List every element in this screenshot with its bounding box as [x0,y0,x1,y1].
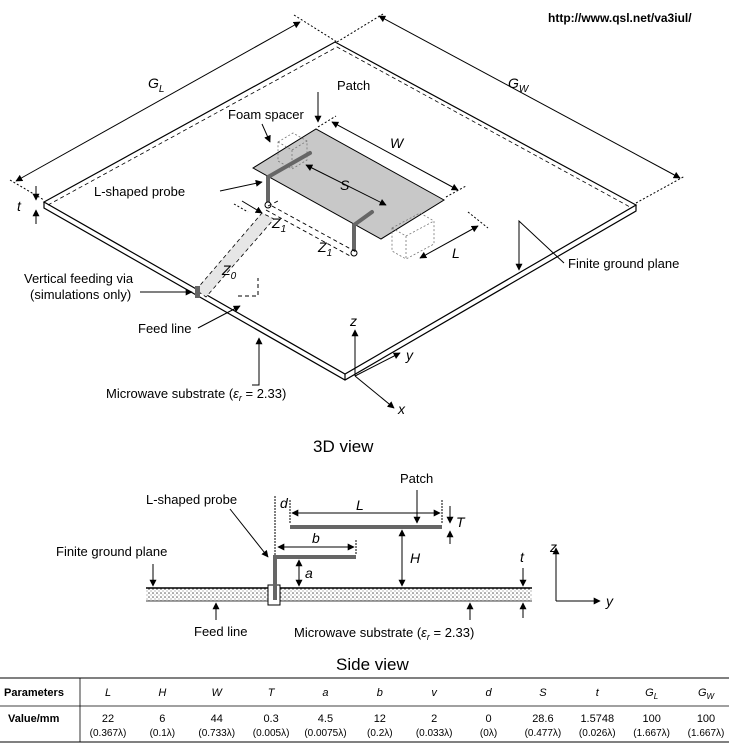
table-param-11: GW [698,687,716,701]
gl-label: GL [148,75,164,95]
z1-label-b: Z1 [317,239,332,259]
gw-label: GW [508,75,530,95]
table-param-4: a [322,687,328,699]
table-value-6: 2 [431,713,437,725]
table-param-8: S [539,687,547,699]
side-ground-plane-label: Finite ground plane [56,544,167,559]
z0-label: Z0 [221,262,237,282]
table-lambda-2: (0.733λ) [198,728,235,739]
t-label: t [17,198,22,214]
table-lambda-8: (0.477λ) [525,728,562,739]
table-lambda-1: (0.1λ) [150,728,176,739]
side-axes: z y [549,539,614,609]
side-patch [290,525,442,529]
3d-view: GL GW t Patch Foam spacer W [9,13,686,417]
feed-line-label: Feed line [138,321,191,336]
patch-label: Patch [337,78,370,93]
w-label: W [390,135,405,151]
side-substrate-label: Microwave substrate (εr = 2.33) [294,625,474,642]
table-param-7: d [485,687,492,699]
table-value-3: 0.3 [263,713,278,725]
table-header-value: Value/mm [8,713,60,725]
table-lambda-6: (0.033λ) [416,728,453,739]
parameter-table: Parameters Value/mm L 22 (0.367λ) H 6 (0.1λ) W… [0,677,729,743]
foam-spacer-2 [391,212,435,260]
side-a-label: a [305,565,313,581]
table-lambda-9: (0.026λ) [579,728,616,739]
side-t-upper-label: T [456,514,466,530]
3d-axes: z y x [349,313,414,417]
table-value-10: 100 [642,713,660,725]
table-value-11: 100 [697,713,715,725]
probe-1 [266,151,312,205]
side-probe-label: L-shaped probe [146,492,237,507]
table-param-3: T [268,687,276,699]
svg-text:y: y [405,347,414,363]
table-value-2: 44 [211,713,223,725]
l-shaped-probe-label: L-shaped probe [94,184,185,199]
table-value-0: 22 [102,713,114,725]
table-param-0: L [105,687,111,699]
table-lambda-10: (1.667λ) [633,728,670,739]
side-l-label: L [356,497,364,513]
table-param-5: b [377,687,383,699]
source-url: http://www.qsl.net/va3iul/ [548,11,692,25]
side-feed-line-label: Feed line [194,624,247,639]
table-lambda-5: (0.2λ) [367,728,393,739]
finite-ground-plane-label: Finite ground plane [568,256,679,271]
gw-dimension [378,15,681,179]
s-label: S [340,177,350,193]
table-value-1: 6 [159,713,165,725]
table-lambda-7: (0λ) [480,728,497,739]
table-param-6: v [431,687,438,699]
l-label: L [452,245,460,261]
table-param-10: GL [645,687,658,701]
side-patch-label: Patch [400,471,433,486]
table-lambda-4: (0.0075λ) [304,728,346,739]
table-param-9: t [596,687,600,699]
side-substrate [146,588,532,601]
table-lambda-3: (0.005λ) [253,728,290,739]
table-header-parameters: Parameters [4,687,64,699]
svg-text:z: z [549,539,557,555]
foam-spacer-1 [277,132,308,170]
side-h-label: H [410,550,421,566]
table-lambda-0: (0.367λ) [90,728,127,739]
side-view-title: Side view [336,655,409,674]
gl-dimension [15,21,301,182]
vertical-via-label-1: Vertical feeding via [24,271,134,286]
z1-label-a: Z1 [271,215,286,235]
svg-text:z: z [349,313,357,329]
side-view: d L T Patch b L-shaped probe H a t Finit… [56,471,614,642]
table-lambda-11: (1.667λ) [688,728,725,739]
table-value-8: 28.6 [532,713,553,725]
side-b-label: b [312,530,320,546]
table-value-9: 1.5748 [580,713,614,725]
table-param-2: W [212,687,224,699]
side-probe [273,555,356,600]
3d-view-title: 3D view [313,437,374,456]
foam-spacer-label: Foam spacer [228,107,305,122]
svg-text:y: y [605,593,614,609]
table-value-5: 12 [374,713,386,725]
table-value-7: 0 [485,713,491,725]
substrate-label: Microwave substrate (εr = 2.33) [106,386,286,403]
l-dimension [419,225,479,259]
feed-line-z1 [265,199,359,258]
s-dimension [305,164,387,206]
feed-line-z0 [195,212,275,298]
vertical-via-label-2: (simulations only) [30,287,131,302]
table-value-4: 4.5 [318,713,333,725]
side-d-label: d [280,495,289,511]
table-param-1: H [158,687,166,699]
svg-text:x: x [397,401,406,417]
w-dimension [331,121,459,191]
side-t-lower-label: t [520,549,525,565]
probe-2 [352,210,374,254]
